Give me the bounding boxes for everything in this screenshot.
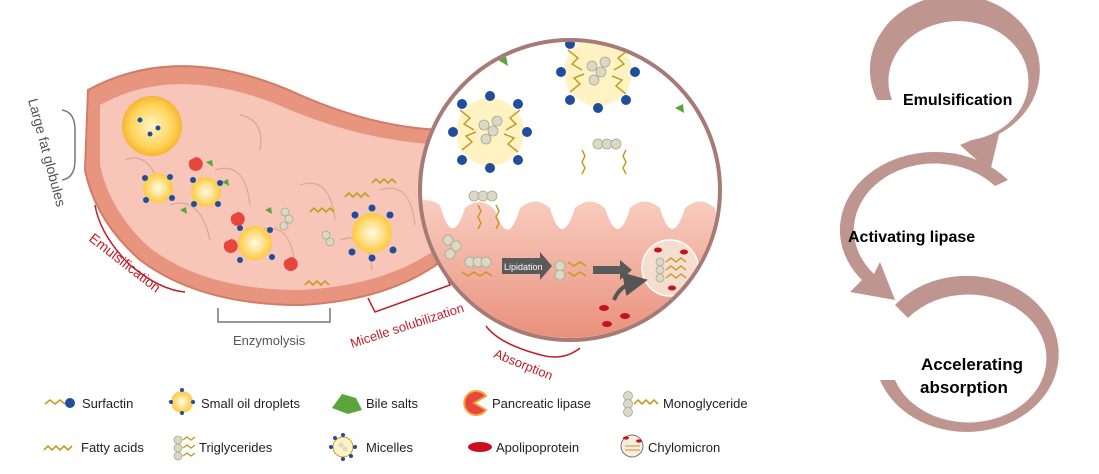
triglyceride-icon: [173, 435, 196, 461]
legend-label-apolipoprotein: Apolipoprotein: [496, 440, 579, 455]
legend-label-oil-droplets: Small oil droplets: [201, 396, 300, 411]
legend-item-triglycerides: Triglycerides: [173, 435, 273, 461]
enzymolysis-label-group: Enzymolysis: [217, 308, 331, 348]
monoglyceride-icon: [623, 391, 659, 417]
legend-item-surfactin: Surfactin: [44, 396, 133, 411]
legend-item-monoglyceride: Monoglyceride: [623, 391, 748, 417]
legend-item-oil-droplets: Small oil droplets: [169, 388, 300, 415]
legend-label-bile-salts: Bile salts: [366, 396, 419, 411]
oil-droplet-icon: [169, 388, 195, 415]
intestine-glycerol-beads: [279, 207, 335, 247]
free-monoglycerides: [468, 138, 627, 230]
legend-item-bile-salts: Bile salts: [332, 394, 419, 414]
large-fat-globules-label-group: Large fat globules: [25, 97, 76, 209]
apolipoprotein-arrow: [612, 272, 648, 301]
legend-label-surfactin: Surfactin: [82, 396, 133, 411]
droplet-surfactin-heads: [142, 174, 397, 263]
legend-label-micelles: Micelles: [366, 440, 413, 455]
legend-item-apolipoprotein: Apolipoprotein: [468, 440, 579, 455]
globule-surfactin: [137, 117, 161, 137]
micelle-icon: [329, 433, 357, 461]
enzymolysis-bracket: [217, 308, 331, 323]
intestine-section: [83, 65, 457, 307]
legend-label-fatty-acids: Fatty acids: [81, 440, 144, 455]
chylomicron-in-cell: [641, 239, 699, 297]
lipidation-label: Lipidation: [504, 262, 543, 272]
cycle-step-emulsification: Emulsification: [903, 92, 1012, 109]
lipase-molecules: [188, 157, 298, 271]
legend-label-pancreatic-lipase: Pancreatic lipase: [492, 396, 591, 411]
large-fat-globule: [122, 96, 182, 156]
globule-bracket: [61, 109, 76, 181]
surfactin-icon: [44, 398, 75, 408]
emulsification-bracket: [94, 204, 186, 293]
chylomicron-icon: [620, 434, 644, 458]
cycle-step-accelerating: Accelerating: [921, 355, 1023, 374]
pancreatic-lipase-icon: [463, 390, 488, 416]
micelle-solubilization-label: Micelle solubilization: [348, 300, 465, 351]
fatty-acid-icon: [43, 444, 73, 452]
bile-salt-icon: [332, 394, 362, 414]
cycle-step-activating-lipase: Activating lipase: [848, 229, 975, 246]
bile-salt-shapes: [180, 160, 272, 214]
apolipoproteins: [599, 305, 630, 327]
villi-tissue: [422, 200, 718, 338]
legend-item-chylomicron: Chylomicron: [620, 434, 720, 458]
legend-item-micelles: Micelles: [329, 433, 413, 461]
cycle-arrow-3: [880, 275, 1059, 432]
micelle-large-left: [448, 91, 532, 173]
legend-label-triglycerides: Triglycerides: [199, 440, 273, 455]
absorbed-molecules: [442, 234, 587, 281]
legend: Surfactin Small oil droplets Bile salts …: [43, 388, 748, 461]
legend-label-monoglyceride: Monoglyceride: [663, 396, 748, 411]
absorption-bracket: [485, 325, 581, 358]
cycle-step-absorption: absorption: [920, 378, 1008, 397]
small-oil-droplets: [143, 173, 392, 260]
fatty-acid-chains: [304, 177, 397, 287]
legend-item-pancreatic-lipase: Pancreatic lipase: [463, 390, 591, 416]
apolipoprotein-icon: [468, 442, 492, 452]
large-fat-globules-label: Large fat globules: [25, 97, 69, 209]
cycle-diagram: Emulsification Activating lipase Acceler…: [839, 0, 1059, 432]
legend-item-fatty-acids: Fatty acids: [43, 440, 144, 455]
magnified-view: Lipidation: [418, 38, 722, 342]
enzymolysis-label: Enzymolysis: [233, 333, 306, 348]
absorption-label: Absorption: [492, 346, 555, 383]
legend-label-chylomicron: Chylomicron: [648, 440, 720, 455]
lipidation-arrow: Lipidation: [502, 252, 552, 280]
cycle-arrow-1: [869, 0, 1040, 172]
